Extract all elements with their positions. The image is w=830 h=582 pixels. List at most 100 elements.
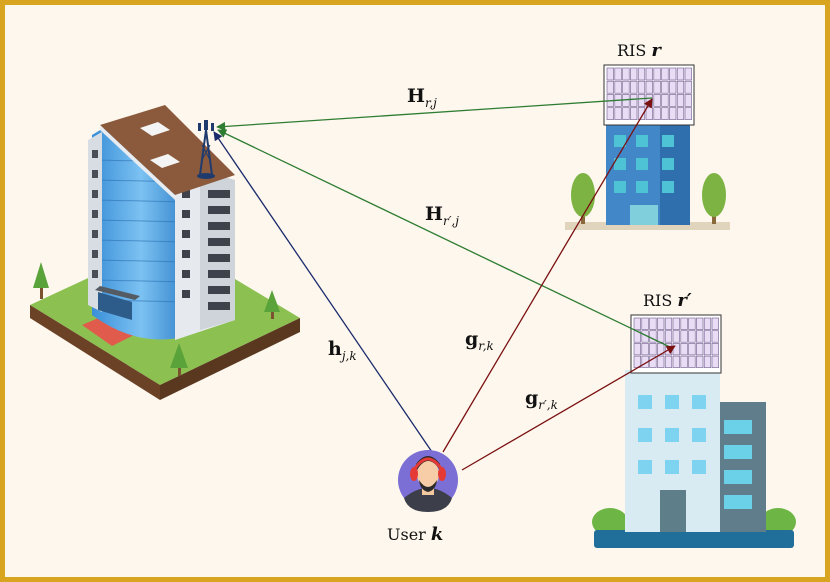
- link-H-r-j: [216, 97, 653, 131]
- ris-element: [711, 330, 719, 343]
- ris-element: [696, 355, 704, 368]
- link-h-j-k: [213, 131, 433, 453]
- ris-element: [672, 330, 680, 343]
- ris-element: [669, 67, 677, 81]
- ris-element: [653, 107, 661, 120]
- user-label-prefix: User: [387, 525, 426, 544]
- ris-element: [688, 355, 696, 368]
- ris-r-label-var: r: [651, 40, 661, 61]
- link-g-r-k: [442, 98, 653, 453]
- ris-element: [676, 80, 685, 94]
- ris-r-label: RIS r: [617, 40, 661, 61]
- ris-element: [680, 343, 688, 356]
- ris-element: [649, 317, 657, 330]
- tree-icon: [170, 343, 188, 376]
- ris-element: [711, 317, 719, 330]
- ris-element: [711, 355, 719, 368]
- ris-element: [703, 330, 712, 343]
- ris-element: [696, 317, 704, 330]
- label-H-r-j-sub: r,j: [424, 95, 437, 110]
- ris-element: [641, 343, 649, 356]
- user-label: User k: [387, 524, 443, 545]
- ris-element: [684, 80, 692, 94]
- ris-element: [649, 330, 657, 343]
- label-g-rprime-k: gr′,k: [525, 387, 558, 412]
- ris-element: [606, 107, 614, 120]
- ris-element: [633, 317, 641, 330]
- ris-element: [637, 67, 646, 81]
- ris-element: [630, 67, 638, 81]
- ris-element: [672, 317, 680, 330]
- ris-element: [664, 330, 673, 343]
- ris-element: [703, 343, 712, 356]
- ris-element: [672, 355, 680, 368]
- ris-element: [696, 330, 704, 343]
- ris-element: [653, 94, 661, 107]
- ris-element: [633, 343, 641, 356]
- ris-element: [630, 107, 638, 120]
- label-g-rprime-k-main: g: [525, 387, 539, 409]
- ris-element: [688, 317, 696, 330]
- ris-element: [661, 94, 669, 107]
- ris-rprime-label-var: r′: [677, 290, 692, 311]
- ris-element: [684, 107, 692, 120]
- base-station-antenna-icon: [197, 120, 215, 179]
- ris-element: [653, 80, 661, 94]
- link-g-rprime-k: [461, 345, 676, 471]
- ris-element: [684, 67, 692, 81]
- ris-element: [661, 80, 669, 94]
- ris-element: [614, 107, 622, 120]
- ris-element: [637, 80, 646, 94]
- ris-element: [684, 94, 692, 107]
- link-H-rprime-j: [217, 129, 673, 349]
- ris-element: [661, 67, 669, 81]
- label-g-r-k-sub: r,k: [478, 338, 494, 353]
- ris-element: [664, 355, 673, 368]
- ris-rprime-label: RIS r′: [643, 290, 692, 311]
- ris-element: [669, 80, 677, 94]
- label-g-r-k-main: g: [465, 328, 479, 350]
- ris-element: [680, 317, 688, 330]
- ris-element: [664, 317, 673, 330]
- ris-element: [630, 94, 638, 107]
- ris-element: [657, 355, 665, 368]
- ris-element: [703, 355, 712, 368]
- ris-element: [614, 80, 622, 94]
- tree-icon: [702, 173, 726, 224]
- ris-rprime-label-prefix: RIS: [643, 291, 673, 310]
- label-h-j-k: hj,k: [328, 338, 357, 363]
- ris-r-building: [565, 64, 730, 230]
- ris-element: [680, 355, 688, 368]
- label-H-r-j-main: H: [407, 85, 425, 107]
- label-H-rprime-j-main: H: [425, 203, 443, 225]
- ris-rprime-building: [592, 314, 796, 548]
- ris-element: [676, 107, 685, 120]
- label-g-rprime-k-sub: r′,k: [538, 397, 558, 412]
- label-h-j-k-main: h: [328, 338, 342, 360]
- label-g-r-k: gr,k: [465, 328, 494, 353]
- user-label-var: k: [430, 524, 444, 545]
- ris-r-panel: [603, 64, 695, 126]
- ris-element: [606, 67, 614, 81]
- ris-element: [653, 67, 661, 81]
- ris-element: [672, 343, 680, 356]
- ris-element: [703, 317, 712, 330]
- ris-element: [657, 330, 665, 343]
- ris-r-label-prefix: RIS: [617, 41, 647, 60]
- ris-element: [637, 94, 646, 107]
- ris-element: [622, 107, 630, 120]
- ris-element: [645, 107, 653, 120]
- user-avatar: [398, 450, 458, 512]
- ris-element: [630, 80, 638, 94]
- ris-element: [669, 107, 677, 120]
- ris-element: [622, 67, 630, 81]
- ris-element: [657, 317, 665, 330]
- ris-element: [622, 80, 630, 94]
- ris-element: [637, 107, 646, 120]
- ris-element: [711, 343, 719, 356]
- ris-element: [680, 330, 688, 343]
- ris-element: [688, 330, 696, 343]
- ris-element: [645, 67, 653, 81]
- ris-element: [669, 94, 677, 107]
